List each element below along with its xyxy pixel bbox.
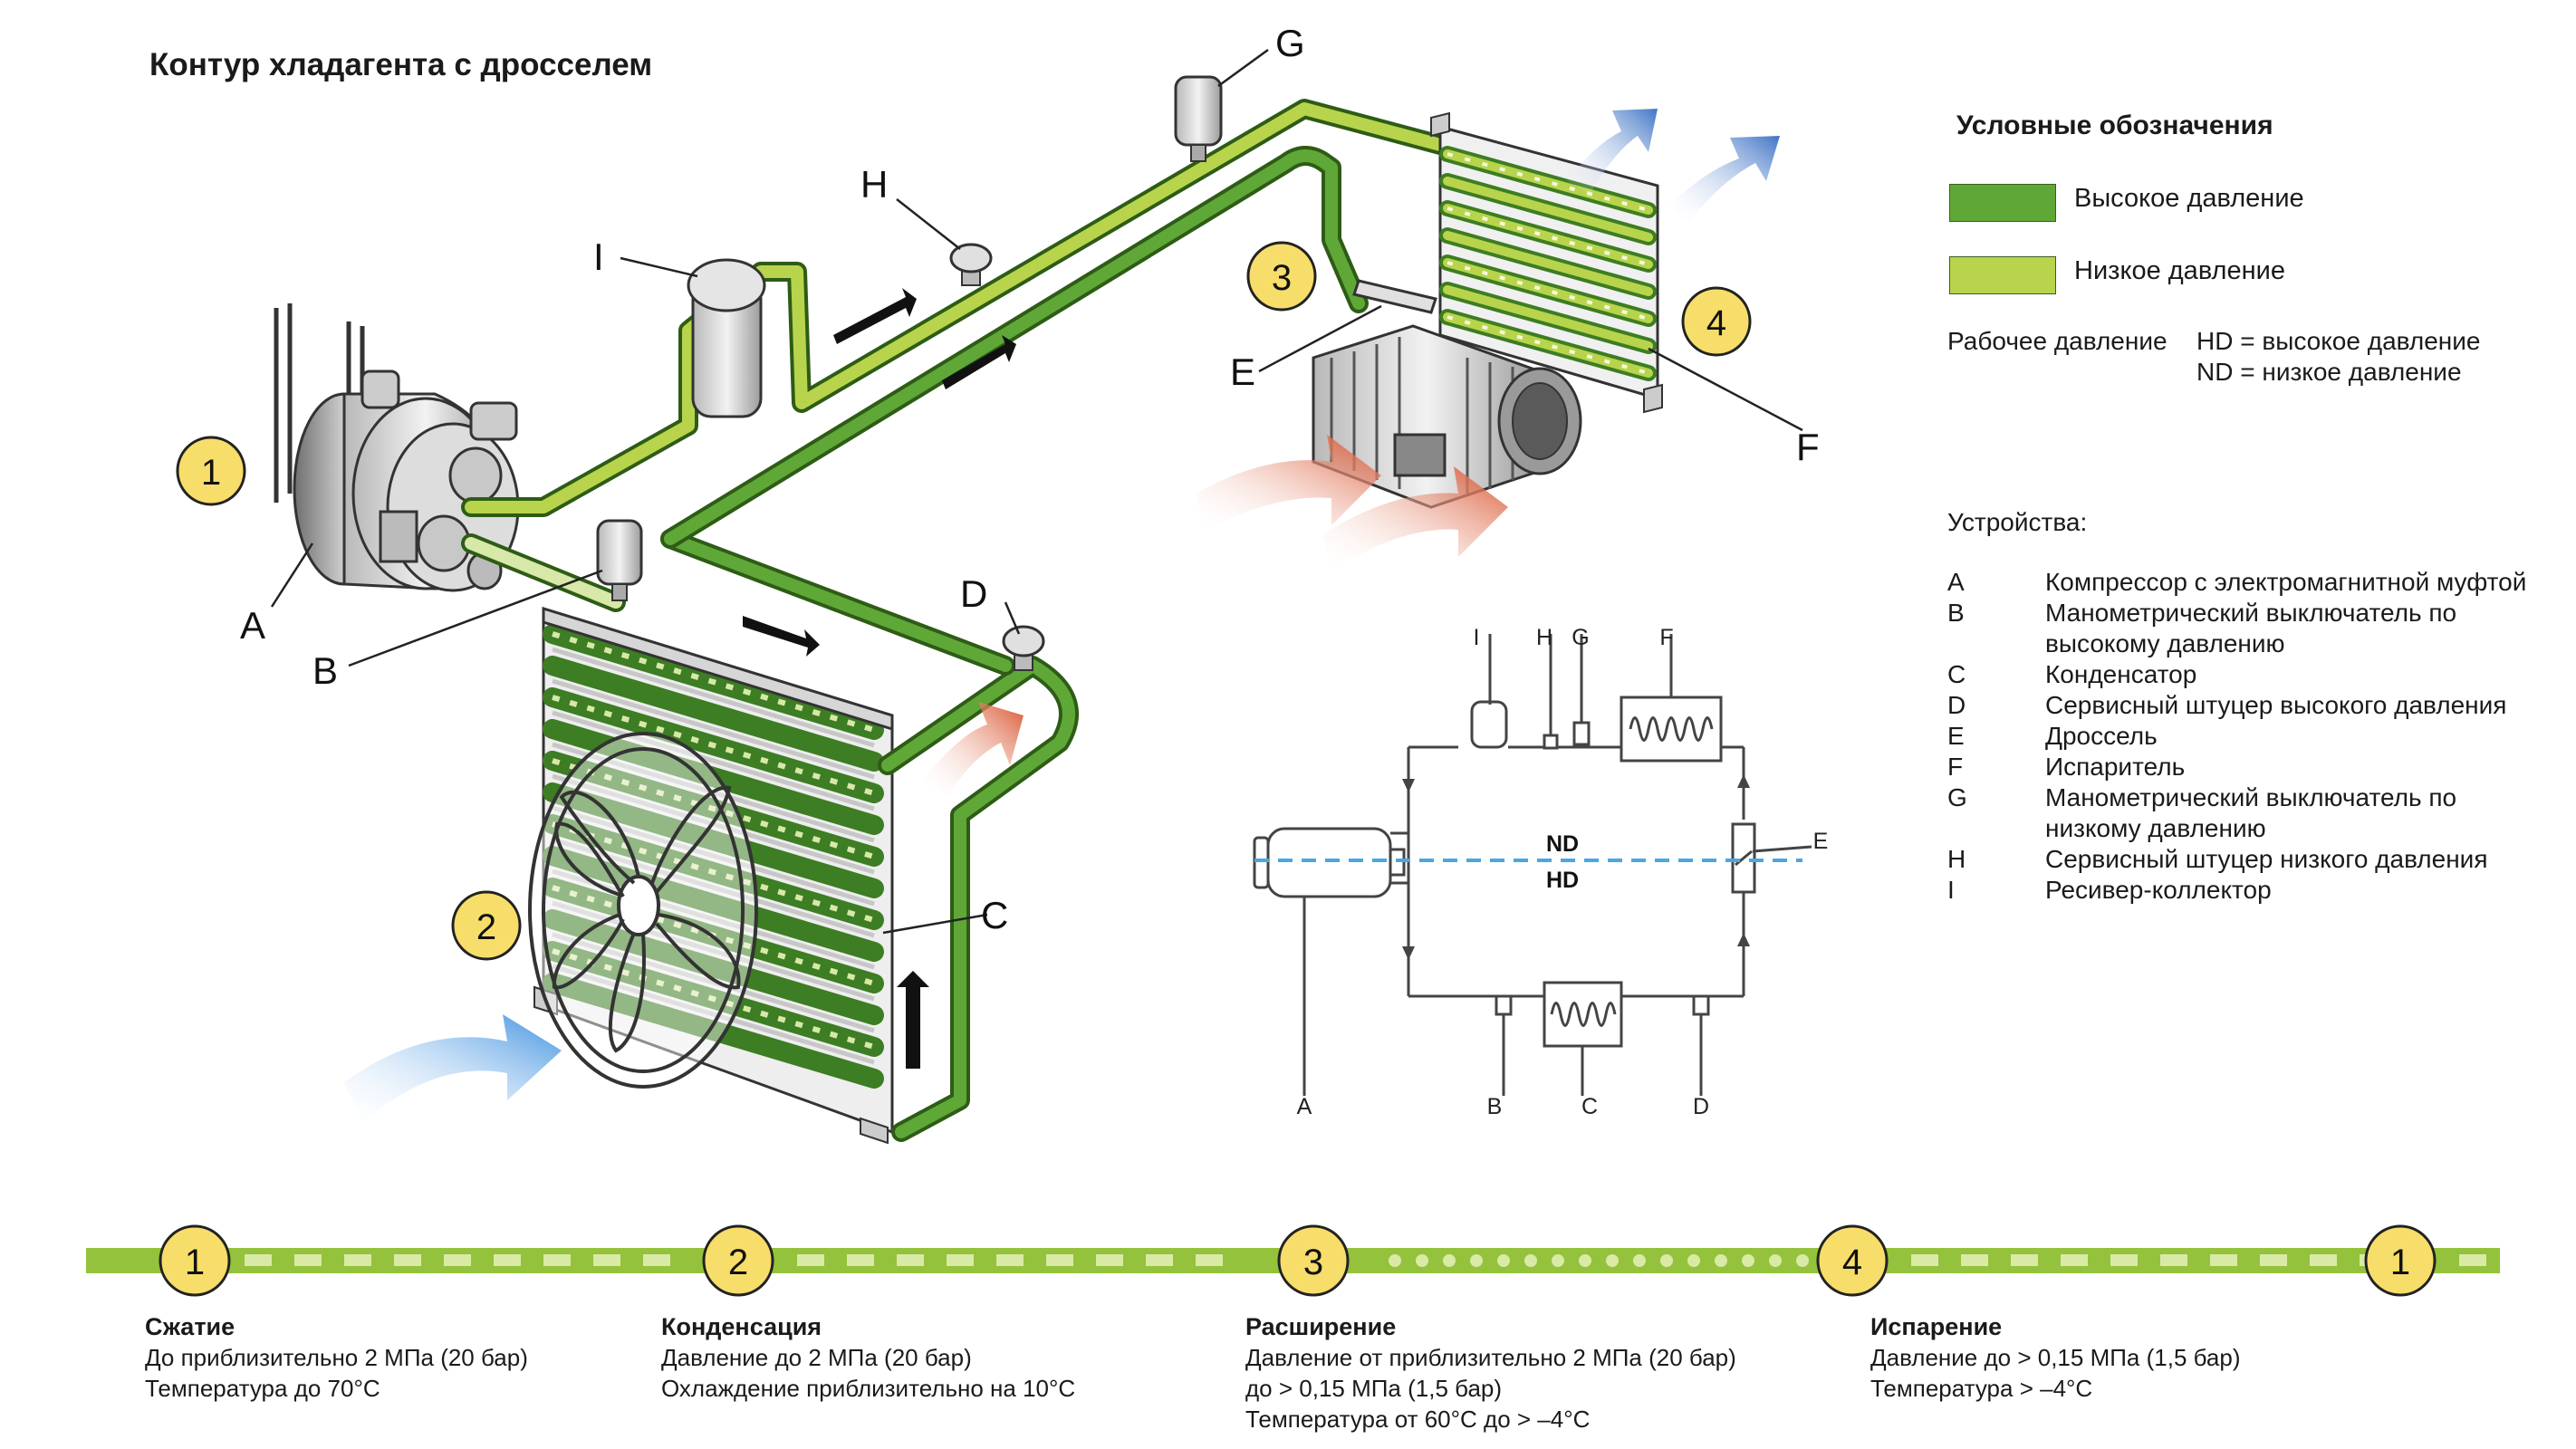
blower — [1312, 324, 1582, 509]
label-g: G — [1275, 22, 1305, 64]
device-desc: Манометрический выключатель по — [2045, 783, 2457, 811]
receiver-dryer — [687, 258, 766, 418]
high-pressure-swatch — [1949, 184, 2056, 222]
device-desc: Испаритель — [2045, 753, 2186, 781]
device-key: B — [1947, 599, 1965, 627]
evaporator — [1430, 111, 1663, 414]
stage-timeline: 1 2 3 4 1 — [86, 1224, 2500, 1297]
label-c: C — [981, 894, 1008, 936]
device-key: H — [1947, 845, 1966, 873]
timeline-marker-4: 4 — [1842, 1243, 1862, 1282]
device-desc: Манометрический выключатель по — [2045, 599, 2457, 627]
diagram-title: Контур хладагента с дросселем — [149, 47, 653, 82]
stage-markers-illustration: 1 2 3 4 — [176, 241, 1752, 961]
device-desc: Ресивер-коллектор — [2045, 876, 2272, 904]
stage-title-condensation: Конденсация — [661, 1313, 822, 1340]
schematic-label-f: F — [1659, 625, 1673, 650]
schematic-arrows — [1402, 774, 1750, 960]
flow-arrows — [743, 288, 1016, 1069]
condenser — [533, 606, 894, 1145]
service-port-d — [1002, 625, 1045, 671]
device-desc: низкому давлению — [2045, 814, 2266, 842]
label-d: D — [960, 572, 987, 615]
schematic-label-c: C — [1581, 1094, 1598, 1119]
device-key: A — [1947, 568, 1965, 596]
condenser-fan — [528, 732, 758, 1089]
marker-2: 2 — [476, 907, 496, 947]
device-key: D — [1947, 691, 1966, 719]
device-key: E — [1947, 722, 1965, 750]
orifice-tube — [1352, 279, 1437, 314]
timeline-marker-3: 3 — [1303, 1243, 1323, 1282]
stage-title-expansion: Расширение — [1245, 1313, 1397, 1340]
stage-line: Температура > –4°C — [1870, 1375, 2093, 1402]
leader-lines — [270, 48, 1803, 935]
devices-title: Устройства: — [1947, 508, 2088, 536]
pipes — [461, 99, 1450, 1142]
marker-1: 1 — [201, 453, 221, 493]
service-port-h — [949, 243, 993, 286]
schematic-label-e: E — [1813, 829, 1829, 854]
schematic-label-i: I — [1474, 625, 1480, 650]
schematic-label-h: H — [1536, 625, 1552, 650]
device-desc: Компрессор с электромагнитной муфтой — [2045, 568, 2527, 596]
device-key: C — [1947, 660, 1966, 688]
pressure-switch-g — [1174, 75, 1223, 162]
low-pressure-label: Низкое давление — [2074, 256, 2285, 285]
stage-line: Температура до 70°C — [145, 1375, 380, 1402]
device-desc: Сервисный штуцер низкого давления — [2045, 845, 2488, 873]
stage-line: Давление до 2 МПа (20 бар) — [661, 1344, 972, 1371]
schematic-label-d: D — [1693, 1094, 1709, 1119]
schematic-label-g: G — [1572, 625, 1589, 650]
device-key: I — [1947, 876, 1955, 904]
label-h: H — [860, 163, 888, 206]
high-pressure-label: Высокое давление — [2074, 184, 2304, 213]
marker-4: 4 — [1706, 303, 1726, 343]
stage-line: до > 0,15 МПа (1,5 бар) — [1245, 1375, 1503, 1402]
device-key: G — [1947, 783, 1967, 811]
device-desc: Дроссель — [2045, 722, 2158, 750]
device-desc: Сервисный штуцер высокого давления — [2045, 691, 2507, 719]
label-a: A — [240, 604, 265, 647]
timeline-marker-2: 2 — [728, 1243, 748, 1282]
schematic-label-b: B — [1487, 1094, 1503, 1119]
hd-definition: HD = высокое давление — [2196, 327, 2481, 355]
stage-line: Давление от приблизительно 2 МПа (20 бар… — [1245, 1344, 1736, 1371]
pressure-switch-b — [596, 519, 643, 601]
schematic-label-a: A — [1297, 1094, 1312, 1119]
timeline-marker-5: 1 — [2390, 1243, 2410, 1282]
device-key: F — [1947, 753, 1964, 781]
timeline-marker-1: 1 — [185, 1243, 205, 1282]
label-b: B — [312, 649, 338, 692]
stage-line: Давление до > 0,15 МПа (1,5 бар) — [1870, 1344, 2241, 1371]
stage-line: До приблизительно 2 МПа (20 бар) — [145, 1344, 528, 1371]
legend-title: Условные обозначения — [1956, 110, 2273, 140]
nd-definition: ND = низкое давление — [2196, 358, 2462, 386]
marker-3: 3 — [1272, 258, 1292, 298]
schematic-hd-label: HD — [1546, 868, 1579, 893]
schematic — [1253, 634, 1812, 1096]
stage-line: Температура от 60°C до > –4°C — [1245, 1406, 1591, 1433]
stage-line: Охлаждение приблизительно на 10°C — [661, 1375, 1076, 1402]
operating-pressure-label: Рабочее давление — [1947, 327, 2167, 355]
air-flow-arrows — [344, 109, 1780, 1123]
label-e: E — [1230, 350, 1255, 393]
label-f: F — [1796, 426, 1820, 468]
stage-title-compression: Сжатие — [145, 1313, 235, 1340]
low-pressure-swatch — [1949, 256, 2056, 294]
stage-title-evaporation: Испарение — [1870, 1313, 2003, 1340]
device-desc: высокому давлению — [2045, 629, 2285, 657]
label-i: I — [593, 235, 604, 278]
schematic-nd-label: ND — [1546, 831, 1579, 857]
device-desc: Конденсатор — [2045, 660, 2197, 688]
